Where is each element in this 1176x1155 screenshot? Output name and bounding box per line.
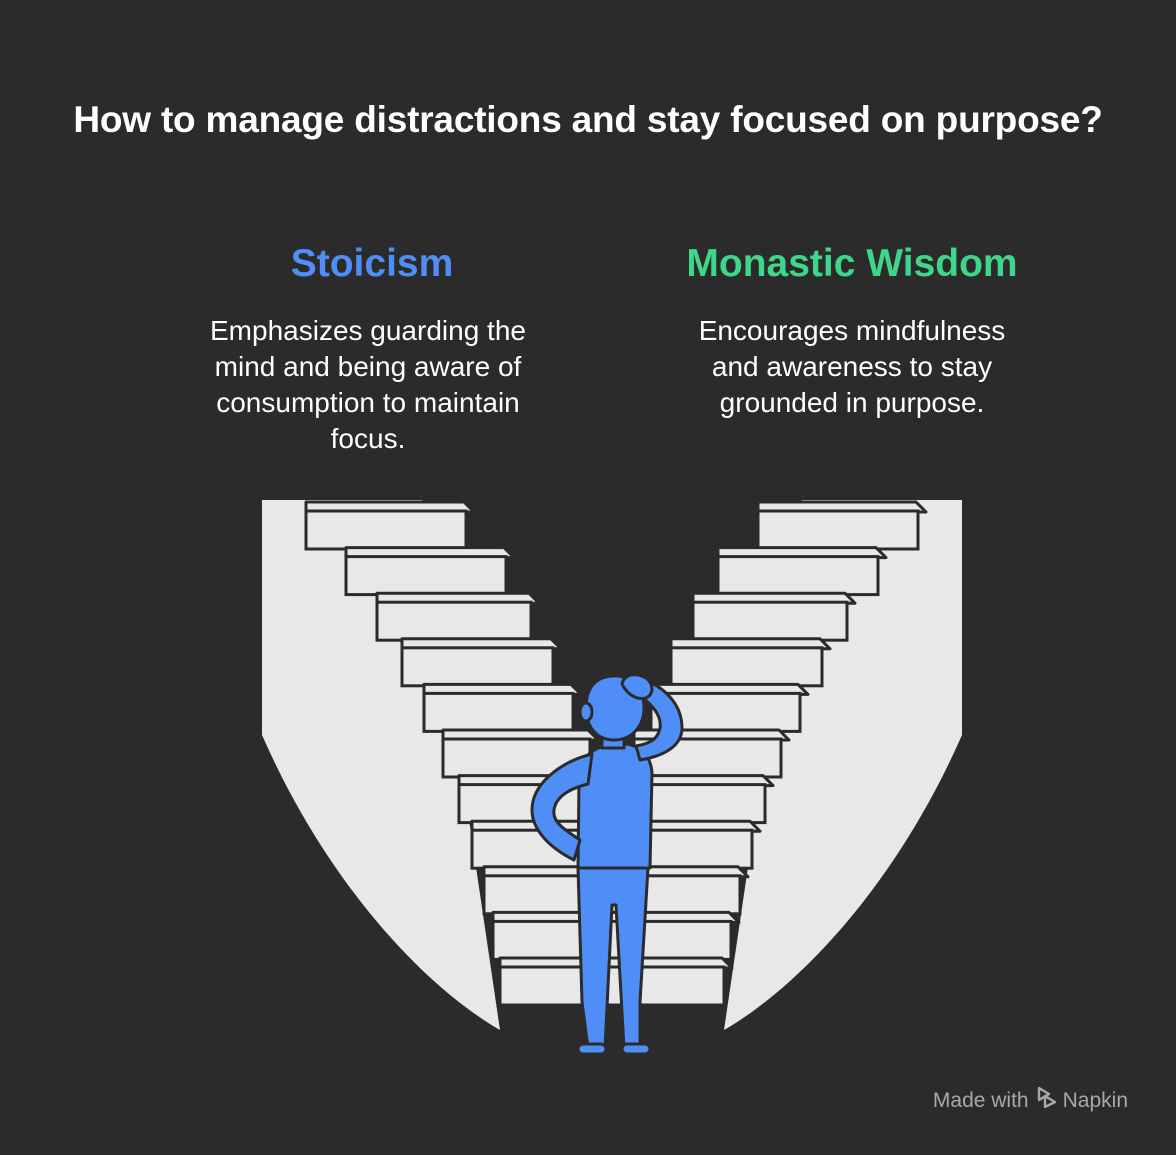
- made-with-label: Made with: [932, 1089, 1029, 1112]
- figure-legs: [576, 866, 650, 1050]
- monastic-wisdom-description: Encourages mindfulness and awareness to …: [698, 315, 1006, 418]
- right-stair-step-3: [691, 600, 849, 642]
- right-stair-step-1: [756, 509, 920, 551]
- left-stair-step-3: [375, 600, 533, 642]
- right-stair-step-11: [592, 965, 726, 1007]
- left-stair-step-4: [400, 646, 555, 688]
- figure-hand: [620, 673, 654, 700]
- napkin-brand-name: Napkin: [1062, 1089, 1128, 1112]
- left-stair-step-1: [304, 509, 468, 551]
- made-with-napkin-badge[interactable]: Made with Napkin: [933, 1086, 1128, 1116]
- right-stair-step-2: [716, 555, 880, 597]
- figure-left-foot: [576, 1042, 608, 1056]
- person-scratching-head-icon: [530, 673, 684, 1056]
- stoicism-heading: Stoicism: [290, 242, 454, 285]
- monastic-wisdom-heading: Monastic Wisdom: [686, 242, 1018, 285]
- right-stair-step-4: [669, 646, 824, 688]
- left-stair-step-2: [344, 555, 508, 597]
- figure-right-foot: [620, 1042, 652, 1056]
- stoicism-description: Emphasizes guarding the mind and being a…: [210, 315, 526, 454]
- napkin-logo-icon: [1037, 1086, 1057, 1116]
- figure-left-arm: [530, 752, 594, 862]
- figure-ear: [578, 701, 594, 723]
- left-stair-step-5: [422, 691, 575, 733]
- page-title: How to manage distractions and stay focu…: [73, 99, 1103, 140]
